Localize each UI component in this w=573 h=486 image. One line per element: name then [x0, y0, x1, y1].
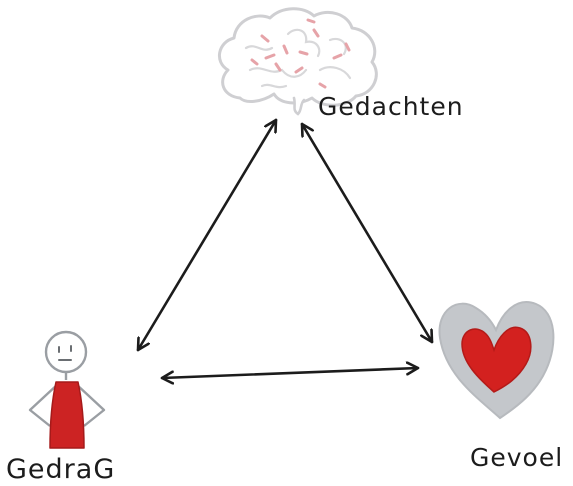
person-icon	[28, 330, 106, 449]
brain-icon	[218, 7, 378, 116]
arrow-thoughts-feeling	[300, 122, 434, 344]
label-behavior: GedraG	[6, 454, 115, 485]
heart-icon	[438, 301, 555, 420]
label-thoughts: Gedachten	[318, 92, 464, 121]
arrow-thoughts-behavior	[136, 118, 278, 352]
arrow-behavior-feeling	[160, 368, 420, 378]
label-feeling: Gevoel	[470, 443, 563, 472]
